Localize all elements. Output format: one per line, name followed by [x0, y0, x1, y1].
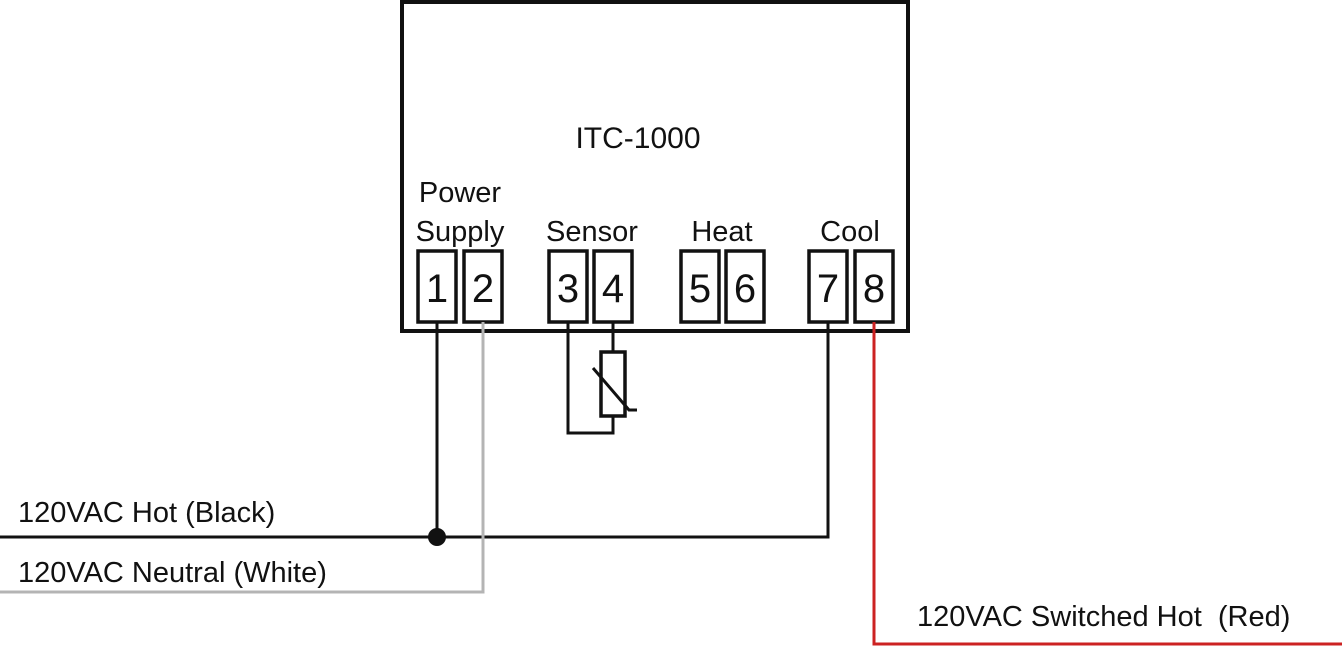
switched-hot-wire-label: 120VAC Switched Hot (Red)	[917, 601, 1290, 633]
sensor-group-label: Sensor	[546, 216, 638, 248]
neutral-wire-label: 120VAC Neutral (White)	[18, 557, 327, 589]
hot-wire	[0, 322, 830, 539]
terminal-5: 5	[679, 249, 721, 324]
hot-wire-label: 120VAC Hot (Black)	[18, 497, 275, 529]
terminal-7-number: 7	[817, 267, 839, 311]
sensor-wire-loop	[566, 322, 615, 435]
terminal-5-number: 5	[689, 267, 711, 311]
terminal-6: 6	[724, 249, 766, 324]
terminal-8-number: 8	[863, 267, 885, 311]
terminal-4: 4	[592, 249, 634, 324]
terminal-7: 7	[807, 249, 849, 324]
power-supply-label-line2: Supply	[416, 216, 505, 248]
thermistor-symbol	[591, 350, 637, 418]
terminal-2-number: 2	[472, 267, 494, 311]
terminal-4-number: 4	[602, 267, 624, 311]
power-supply-label-line1: Power	[419, 177, 502, 209]
hot-junction-dot	[428, 528, 446, 546]
heat-group-label: Heat	[691, 216, 752, 248]
cool-group-label: Cool	[820, 216, 880, 248]
terminal-8: 8	[853, 249, 895, 324]
controller-box	[400, 0, 910, 333]
device-model-label: ITC-1000	[575, 122, 700, 155]
switched-hot-wire	[872, 322, 1342, 646]
terminal-1: 1	[416, 249, 458, 324]
terminal-2: 2	[462, 249, 504, 324]
terminal-1-number: 1	[426, 267, 448, 311]
terminal-3: 3	[547, 249, 589, 324]
terminal-6-number: 6	[734, 267, 756, 311]
terminal-3-number: 3	[557, 267, 579, 311]
neutral-wire	[0, 322, 485, 594]
